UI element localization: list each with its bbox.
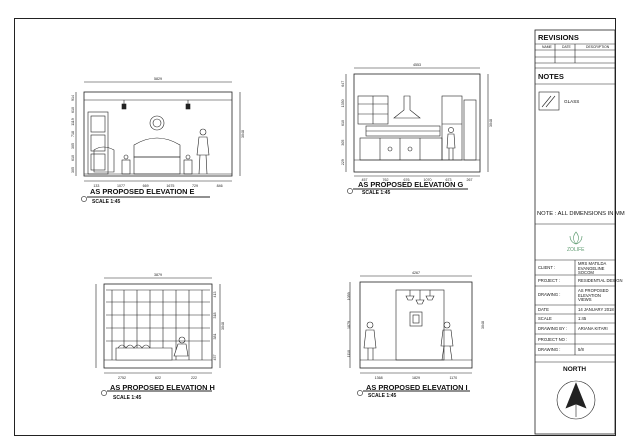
- field-date-value: 14 JANUARY 2018: [578, 307, 614, 312]
- elevation-e-side-dim: 718: [71, 131, 75, 137]
- drawing-sheet: [14, 18, 616, 436]
- elevation-e-bottom-dim: 133: [93, 184, 99, 188]
- elevation-e-side-dim: 1119: [71, 118, 75, 125]
- elevation-h-overall-height: 3048: [221, 322, 225, 330]
- elevation-g-drawing: [345, 67, 489, 194]
- elevation-g-overall-width: 4553: [413, 63, 421, 67]
- elevation-h-bottom-dim: 2752: [118, 376, 126, 380]
- elevation-h-overall-width: 3879: [154, 273, 162, 277]
- legend-glass-label: GLASS: [564, 99, 580, 104]
- elevation-i-title: AS PROPOSED ELEVATION I: [366, 383, 468, 392]
- elevation-g-side-dim: 305: [341, 140, 345, 146]
- elevation-g-title: AS PROPOSED ELEVATION G: [358, 180, 464, 189]
- elevation-i-side-dim: 1059: [347, 292, 351, 300]
- field-drawing-no-value: 5/8: [578, 347, 584, 352]
- elevation-h-drawing: [95, 277, 221, 396]
- elevation-g-overall-height: 3048: [489, 119, 493, 127]
- elevation-i-overall-width: 4267: [412, 271, 420, 275]
- elevation-e-bottom-dim: 669: [143, 184, 149, 188]
- elevation-e-bottom-dim: 1675: [166, 184, 174, 188]
- field-date-label: DATE: [538, 307, 549, 312]
- elevation-g-scale: SCALE 1:45: [362, 190, 391, 196]
- elevation-e-bottom-dim: 1077: [117, 184, 125, 188]
- elevation-i-side-dim: 1879: [347, 321, 351, 329]
- field-scale-label: SCALE: [538, 316, 552, 321]
- elevation-e-side-dim: 305: [71, 167, 75, 173]
- revision-col-date: DATE: [562, 45, 571, 49]
- zolife-logo-mark: [569, 231, 583, 245]
- elevation-h-side-dim: 413: [213, 292, 217, 298]
- field-client-label: CLIENT :: [538, 265, 556, 270]
- elevation-e-side-dim: 610: [71, 107, 75, 113]
- elevation-e-drawing: [75, 81, 241, 202]
- elevation-h-side-dim: 318: [213, 313, 217, 319]
- elevation-h-title: AS PROPOSED ELEVATION H: [110, 383, 215, 392]
- title-block-frame: [534, 29, 616, 435]
- elevation-i-scale: SCALE 1:45: [368, 393, 397, 399]
- elevation-g-side-dim: 610: [341, 120, 345, 126]
- revision-col-description: DESCRIPTION: [586, 45, 610, 49]
- field-drawing-by-value: ARIANA KITARI: [578, 326, 608, 331]
- field-project-value: RESIDENTIAL DESIGN: [578, 278, 623, 283]
- elevation-i-side-dim: 1110: [347, 350, 351, 357]
- field-drawing-by-label: DRAWING BY :: [538, 326, 568, 331]
- elevation-i-overall-height: 3048: [481, 321, 485, 329]
- field-client-value: MRS MATILDA EVANGELINE SOCOM: [578, 261, 607, 276]
- elevation-g-bottom-dim: 1070: [424, 178, 432, 182]
- elevation-g-bottom-dim: 457: [362, 178, 368, 182]
- notes-heading: NOTES: [538, 72, 564, 81]
- elevation-g-bottom-dim: 676: [404, 178, 410, 182]
- revisions-heading: REVISIONS: [538, 33, 579, 42]
- elevation-e-bottom-dim: 729: [192, 184, 198, 188]
- north-label: NORTH: [563, 366, 587, 373]
- elevation-i-drawing: [349, 275, 473, 396]
- field-project-no-label: PROJECT NO :: [538, 337, 568, 342]
- field-scale-value: 1:45: [578, 316, 587, 321]
- elevation-e-side-dim: 914: [71, 95, 75, 101]
- elevation-g-bottom-dim: 673: [446, 178, 452, 182]
- elevation-g-bottom-dim: 762: [383, 178, 389, 182]
- revision-col-name: NAME: [542, 45, 552, 49]
- logo-text: ZOLIFE: [567, 247, 585, 253]
- elevation-e-scale: SCALE 1:45: [92, 199, 121, 205]
- elevation-e-overall-width: 5829: [154, 77, 162, 81]
- elevation-e-overall-height: 3048: [241, 130, 245, 138]
- elevation-h-bottom-dim: 622: [155, 376, 161, 380]
- field-drawing-value: AS PROPOSED ELEVATION VIEWS: [578, 288, 609, 303]
- elevation-g-side-dim: 1350: [341, 99, 345, 107]
- elevation-e-side-dim: 610: [71, 155, 75, 161]
- elevation-i-bottom-dim: 1829: [412, 376, 420, 380]
- elevation-h-bottom-dim: 222: [191, 376, 197, 380]
- elevation-g-bottom-dim: 267: [467, 178, 473, 182]
- elevation-e-title: AS PROPOSED ELEVATION E: [90, 187, 195, 196]
- north-arrow: [556, 380, 596, 420]
- field-project-label: PROJECT :: [538, 278, 560, 283]
- elevation-h-scale: SCALE 1:45: [113, 395, 142, 401]
- elevation-g-side-dim: 647: [341, 81, 345, 87]
- elevation-g-side-dim: 229: [341, 159, 345, 165]
- elevation-h-side-dim: 381: [213, 334, 217, 340]
- elevation-i-bottom-dim: 1170: [449, 376, 457, 380]
- elevation-e-side-dim: 305: [71, 143, 75, 149]
- field-drawing-label: DRAWING :: [538, 292, 561, 297]
- elevation-i-bottom-dim: 1368: [375, 376, 383, 380]
- field-drawing-no-label: DRAWING :: [538, 347, 561, 352]
- elevation-e-bottom-dim: 846: [217, 184, 223, 188]
- elevation-h-side-dim: 457: [213, 355, 217, 361]
- dimension-note: NOTE : ALL DIMENSIONS IN MM: [537, 211, 625, 217]
